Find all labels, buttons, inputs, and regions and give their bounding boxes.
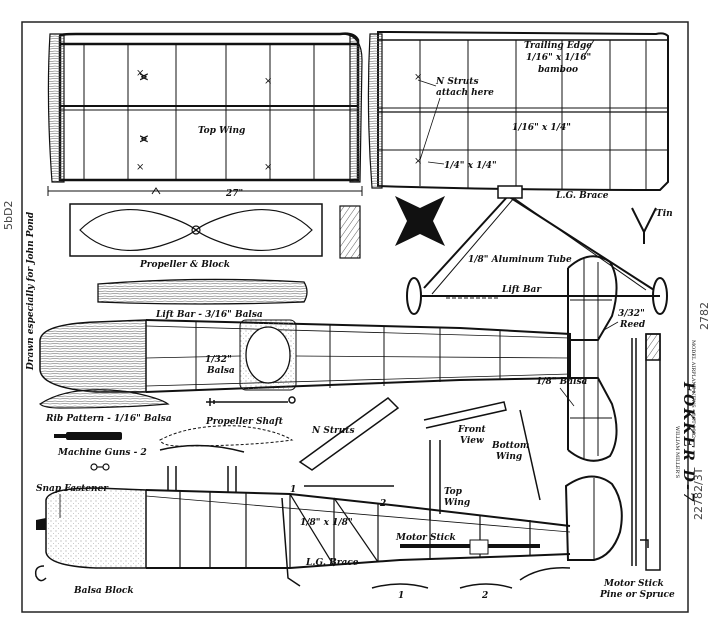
propeller-shaft-label: Propeller Shaft	[205, 417, 284, 427]
machine-guns: Machine Guns - 2	[54, 432, 147, 471]
svg-text:×: ×	[136, 162, 144, 173]
motor-stick-material-label-2: Pine or Spruce	[599, 590, 675, 600]
landing-gear-front-view	[406, 185, 668, 315]
trailing-edge-label: Trailing Edge	[524, 41, 592, 51]
designer-label: WILLIAM MILLER'S	[674, 426, 680, 479]
tin-bracket	[631, 207, 657, 244]
svg-text:×: ×	[414, 156, 422, 167]
front-view-label-2: View	[460, 436, 484, 446]
station-2-label: 2	[379, 499, 386, 509]
drawn-for-label: Drawn especially for John Pond	[26, 211, 36, 371]
rib-pattern-label: Rib Pattern - 1/16" Balsa	[45, 414, 172, 424]
leading-edge-size-label: 1/4" x 1/4"	[444, 161, 497, 171]
reed-size-label: 3/32"	[618, 309, 645, 319]
top-wing-plan: ⪤ ⪤ × × × × Top Wing 27"	[47, 32, 363, 199]
balsa-block-label: Balsa Block	[73, 586, 134, 596]
iron-cross-insignia	[395, 196, 445, 246]
lg-brace-top-label: L.G. Brace	[555, 191, 609, 201]
top-wing-label: Top Wing	[198, 126, 245, 136]
longeron-size-label: 1/8" x 1/8"	[300, 518, 353, 528]
front-view-label: Front	[457, 425, 487, 435]
svg-text:×: ×	[414, 72, 422, 83]
stamp-number: 22782/3T	[692, 467, 705, 520]
svg-text:×: ×	[264, 162, 272, 173]
subtitle-label: MODEL AIRPLANE NEWS - OCT 1932	[690, 340, 696, 438]
balsa-1-8-label: 1/8" Balsa	[536, 377, 588, 387]
svg-text:×: ×	[264, 76, 272, 87]
top-wing-small-label: Top	[444, 487, 463, 497]
aluminum-tube-label: 1/8" Aluminum Tube	[468, 255, 572, 265]
motor-stick-label: Motor Stick	[395, 533, 456, 543]
station-1b-label: 1	[398, 591, 404, 601]
n-struts-attach-label-2: attach here	[436, 88, 494, 98]
motor-stick-material-label: Motor Stick	[603, 579, 664, 589]
lg-brace-label: L.G. Brace	[305, 558, 359, 568]
propeller-block-label: Propeller & Block	[139, 260, 230, 270]
wingspan-dimension: 27"	[225, 189, 243, 199]
n-struts-part	[298, 397, 400, 487]
machine-guns-label: Machine Guns - 2	[57, 448, 147, 458]
lift-bar-label: Lift Bar	[501, 285, 542, 295]
nose-balsa-label-2: Balsa	[206, 366, 235, 376]
lift-bar-balsa-label: Lift Bar - 3/16" Balsa	[155, 310, 263, 320]
nose-balsa-label: 1/32"	[205, 355, 232, 365]
propeller-and-block: Propeller & Block	[69, 203, 361, 270]
rib-pattern: Rib Pattern - 1/16" Balsa	[39, 389, 172, 424]
station-1-label: 1	[290, 485, 296, 495]
tin-label: Tin	[656, 209, 673, 219]
lift-bar-part: Lift Bar - 3/16" Balsa	[97, 278, 308, 320]
bottom-wing-label: Bottom	[491, 441, 529, 451]
trailing-edge-size: 1/16" x 1/16"	[526, 53, 591, 63]
n-struts-attach-label: N Struts	[435, 77, 479, 87]
svg-text:⪤: ⪤	[140, 69, 148, 83]
reed-label: Reed	[619, 320, 646, 330]
motor-stick-parts	[631, 333, 661, 571]
n-struts-label: N Struts	[311, 426, 355, 436]
stabilizer-top-view	[567, 255, 618, 462]
station-2b-label: 2	[481, 591, 488, 601]
svg-text:⪤: ⪤	[140, 131, 148, 145]
rudder-side-view	[564, 475, 623, 561]
margin-note-right: 2782	[698, 302, 711, 330]
fuselage-top-view: 1/32" Balsa	[39, 319, 571, 393]
top-wing-small-label-2: Wing	[444, 498, 470, 508]
wing-airfoil-section	[159, 425, 294, 447]
spar-size-label: 1/16" x 1/4"	[512, 123, 571, 133]
svg-text:×: ×	[136, 68, 144, 79]
model-title: FOKKER D-7	[680, 381, 696, 504]
snap-fastener-label: Snap Fastener	[36, 484, 109, 494]
fuselage-side-view	[34, 444, 571, 589]
front-view-strut	[423, 401, 541, 520]
trailing-edge-material: bamboo	[538, 65, 578, 75]
bottom-wing-label-2: Wing	[496, 452, 522, 462]
bottom-wing-plan: × × Trailing Edge 1/16" x 1/16" bamboo N…	[367, 31, 669, 192]
margin-note-left: 5bD2	[2, 201, 15, 230]
propeller-shaft	[206, 396, 296, 406]
